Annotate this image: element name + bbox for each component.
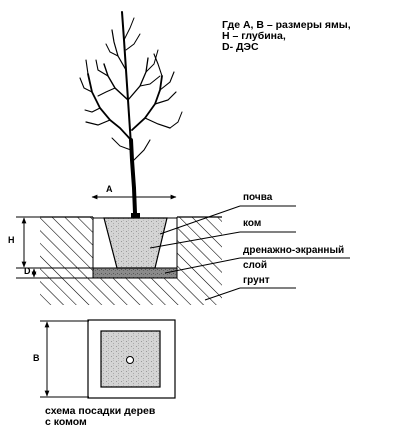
ground-section [40,216,222,305]
dimension-b [40,320,89,398]
dimension-h [16,216,93,269]
label-drainage: дренажно-экранный [243,245,345,256]
caption-line-1: схема посадки дерев [45,405,156,417]
label-d: D [24,266,31,276]
label-a: A [106,184,113,194]
legend-line-3: D- ДЭС [222,41,259,54]
label-h: H [8,235,15,245]
caption: схема посадки дерев с комом [45,405,156,429]
label-drainage-layer: слой [243,260,268,271]
tree [79,11,183,215]
legend: Где А, В – размеры ямы, Н – глубина, D- … [222,19,351,54]
trunk-plan [126,356,134,364]
label-b: B [33,353,40,363]
root-ball [103,217,168,269]
label-ground: грунт [243,275,270,286]
trunk-collar [131,213,140,218]
caption-line-2: с комом [45,416,87,429]
label-soil: почва [243,192,273,203]
label-root-ball: ком [243,218,262,229]
leader-lines [149,205,350,301]
dimension-d [16,268,93,279]
legend-line-1: Где А, В – размеры ямы, [222,19,351,31]
drainage-layer [92,267,178,279]
plan-view [87,319,176,399]
legend-line-2: Н – глубина, [222,30,286,43]
